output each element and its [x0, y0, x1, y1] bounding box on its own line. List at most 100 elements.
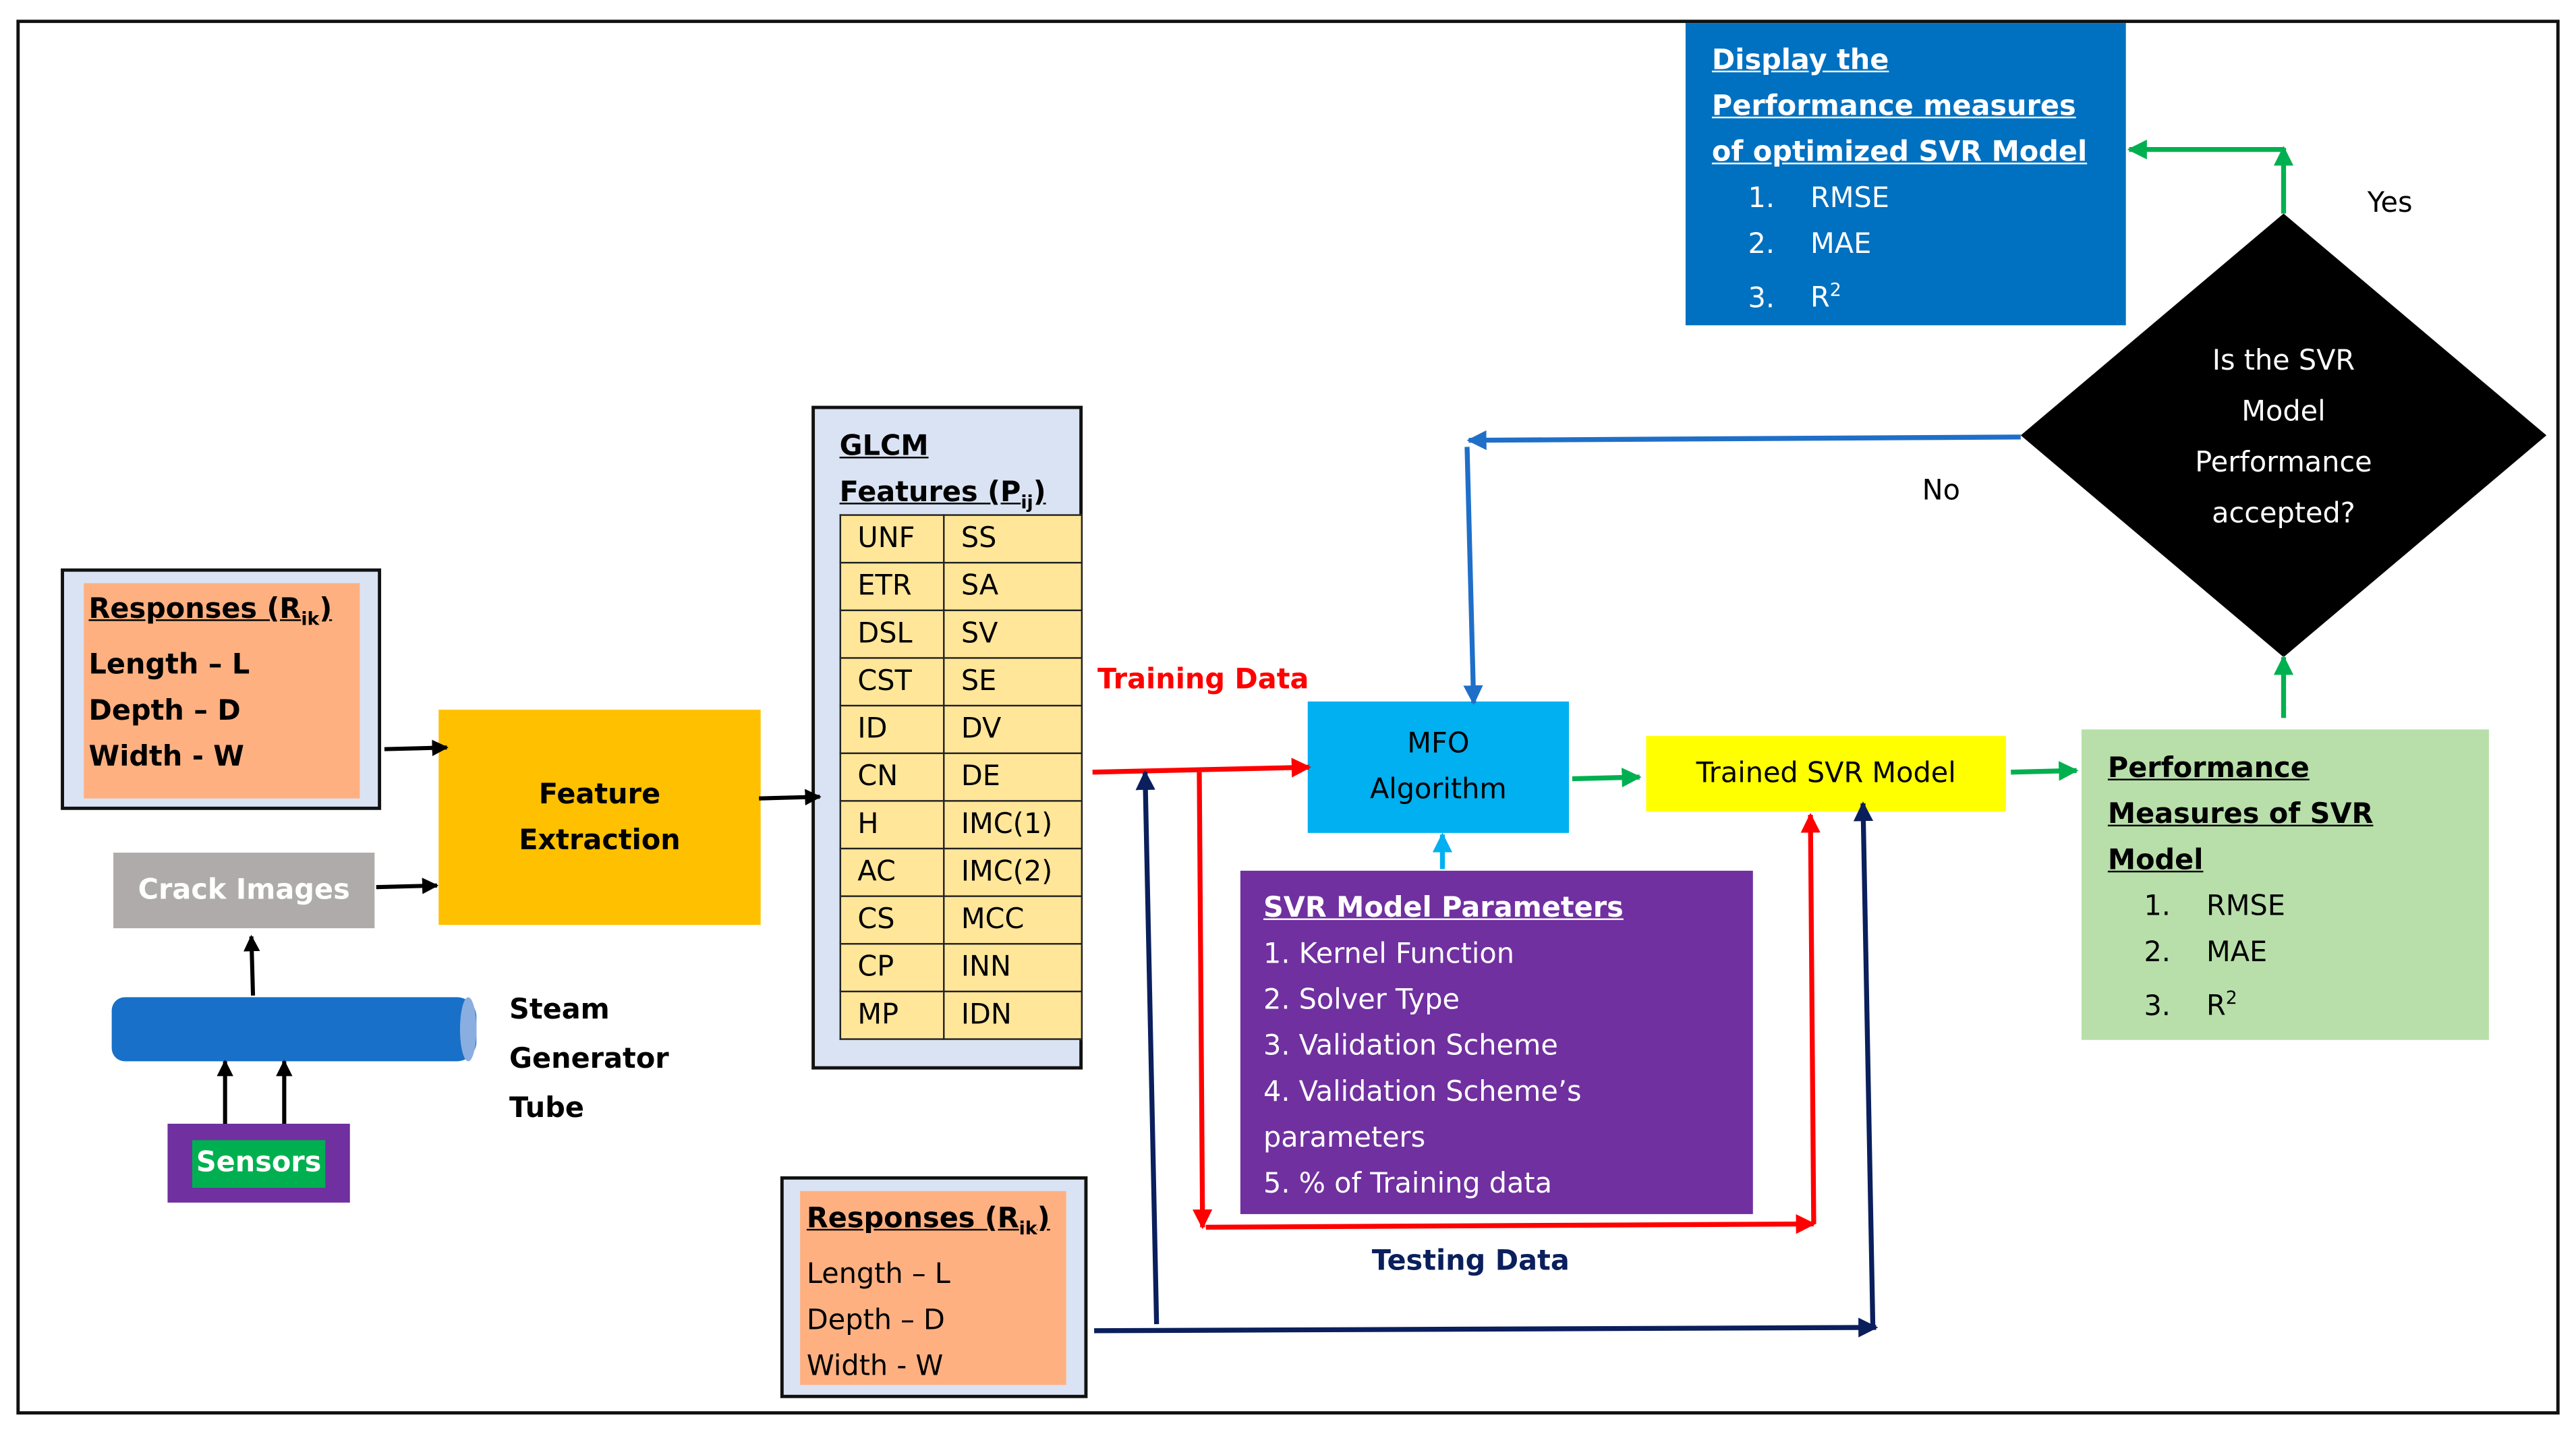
svr-param-item: 1. Kernel Function	[1263, 938, 1515, 971]
feature-extraction-line2: Extraction	[519, 824, 681, 857]
title-text: Responses (R	[88, 593, 302, 626]
glcm-feature-cell: INN	[943, 943, 1083, 993]
glcm-feature-cell: SV	[943, 609, 1083, 659]
label-line: Generator	[509, 1043, 669, 1077]
glcm-feature-cell: ETR	[839, 561, 945, 612]
glcm-feature-cell: DSL	[839, 609, 945, 659]
title-sub: ij	[1021, 492, 1033, 513]
measure-number: 3.	[2144, 990, 2171, 1023]
glcm-feature-cell: IMC(2)	[943, 847, 1083, 897]
measure-name: RMSE	[1810, 182, 1889, 216]
decision-line: Performance	[2195, 447, 2372, 480]
display-title: Display the	[1711, 44, 1889, 78]
responses-box: Responses (Rik) Length – L Depth – D Wid…	[800, 1191, 1066, 1385]
display-title: Performance measures	[1711, 90, 2076, 123]
tube-end	[459, 997, 477, 1062]
glcm-feature-cell: AC	[839, 847, 945, 897]
glcm-feature-cell: DE	[943, 752, 1083, 802]
performance-measures-box: Performance Measures of SVR Model 1. RMSE…	[2081, 729, 2489, 1040]
arrow-feedback-to-mfo	[1463, 447, 1483, 706]
sensors-box: Sensors	[167, 1123, 350, 1203]
title-sub: ik	[1019, 1218, 1037, 1240]
steam-tube-label: Steam Generator Tube	[509, 985, 669, 1133]
title-text: Features (P	[839, 476, 1021, 510]
glcm-feature-cell: SE	[943, 657, 1083, 707]
decision-line: accepted?	[2212, 497, 2355, 531]
measure-item: 3. R2	[2108, 976, 2489, 1030]
glcm-feature-cell: IDN	[943, 990, 1083, 1040]
decision-diamond	[2020, 213, 2547, 658]
measure-item: 2. MAE	[2108, 930, 2489, 976]
responses-title: Responses (Rik)	[89, 587, 360, 644]
glcm-feature-cell: CST	[839, 657, 945, 707]
measure-number: 2.	[2144, 936, 2171, 970]
training-data-label: Training Data	[1097, 663, 1309, 697]
measure-sup: 2	[1829, 279, 1841, 301]
glcm-feature-cell: UNF	[839, 514, 945, 564]
arrow-responses-to-feature	[384, 739, 449, 756]
measure-sup: 2	[2225, 987, 2237, 1009]
decision-line: Is the SVR	[2212, 345, 2355, 378]
display-performance-box: Display the Performance measures of opti…	[1685, 23, 2126, 326]
glcm-feature-cell: CS	[839, 895, 945, 945]
measure-name: RMSE	[2206, 890, 2285, 923]
mfo-algorithm-box: MFO Algorithm	[1307, 702, 1569, 833]
arrow-no-feedback	[1466, 430, 2021, 451]
glcm-feature-cell: IMC(1)	[943, 800, 1083, 850]
trained-svr-model-box: Trained SVR Model	[1646, 736, 2006, 812]
arrow-training-bottom	[1205, 1214, 1816, 1234]
measure-number: 1.	[2144, 890, 2171, 923]
performance-title: Performance	[2107, 752, 2310, 786]
display-title: of optimized SVR Model	[1711, 136, 2088, 169]
glcm-feature-cell: H	[839, 800, 945, 850]
performance-title: Measures of SVR	[2107, 798, 2374, 832]
glcm-feature-cell: ID	[839, 704, 945, 754]
svr-param-item: parameters	[1263, 1122, 1426, 1155]
mfo-line1: MFO	[1407, 727, 1470, 761]
arrow-tube-to-crack	[244, 934, 260, 996]
glcm-feature-cell: CP	[839, 943, 945, 993]
measure-name: MAE	[2206, 936, 2268, 970]
arrow-testing-data	[1094, 1317, 1879, 1338]
title-text: Responses (R	[806, 1202, 1019, 1236]
measure-number: 3.	[1748, 282, 1775, 315]
glcm-feature-cell: MP	[839, 990, 945, 1040]
no-label: No	[1922, 474, 1960, 508]
response-width: Width - W	[806, 1351, 944, 1384]
response-width: Width - W	[88, 741, 244, 775]
arrow-crack-to-feature	[376, 878, 439, 894]
performance-title: Model	[2107, 844, 2204, 878]
decision-line: Model	[2241, 395, 2326, 429]
glcm-title: GLCM	[839, 430, 929, 463]
feature-extraction-line1: Feature	[538, 778, 661, 811]
responses-panel-top: Responses (Rik) Length – L Depth – D Wid…	[61, 568, 382, 810]
measure-name: R	[2206, 990, 2226, 1023]
arrow-mfo-to-svr	[1572, 768, 1642, 788]
arrow-testing-up	[1135, 770, 1160, 1325]
svr-param-item: 4. Validation Scheme’s	[1263, 1076, 1582, 1110]
sensors-label: Sensors	[192, 1140, 326, 1188]
feature-extraction-box: Feature Extraction	[438, 710, 761, 925]
decision-text: Is the SVR Model Performance accepted?	[2021, 337, 2546, 540]
title-close: )	[1037, 1202, 1050, 1236]
outer-border	[16, 20, 2560, 1415]
responses-box: Responses (Rik) Length – L Depth – D Wid…	[84, 583, 360, 799]
title-close: )	[319, 593, 333, 626]
measure-item: 3.R2	[1712, 268, 2126, 322]
glcm-feature-cell: SA	[943, 561, 1083, 612]
label-line: Steam	[509, 994, 610, 1027]
